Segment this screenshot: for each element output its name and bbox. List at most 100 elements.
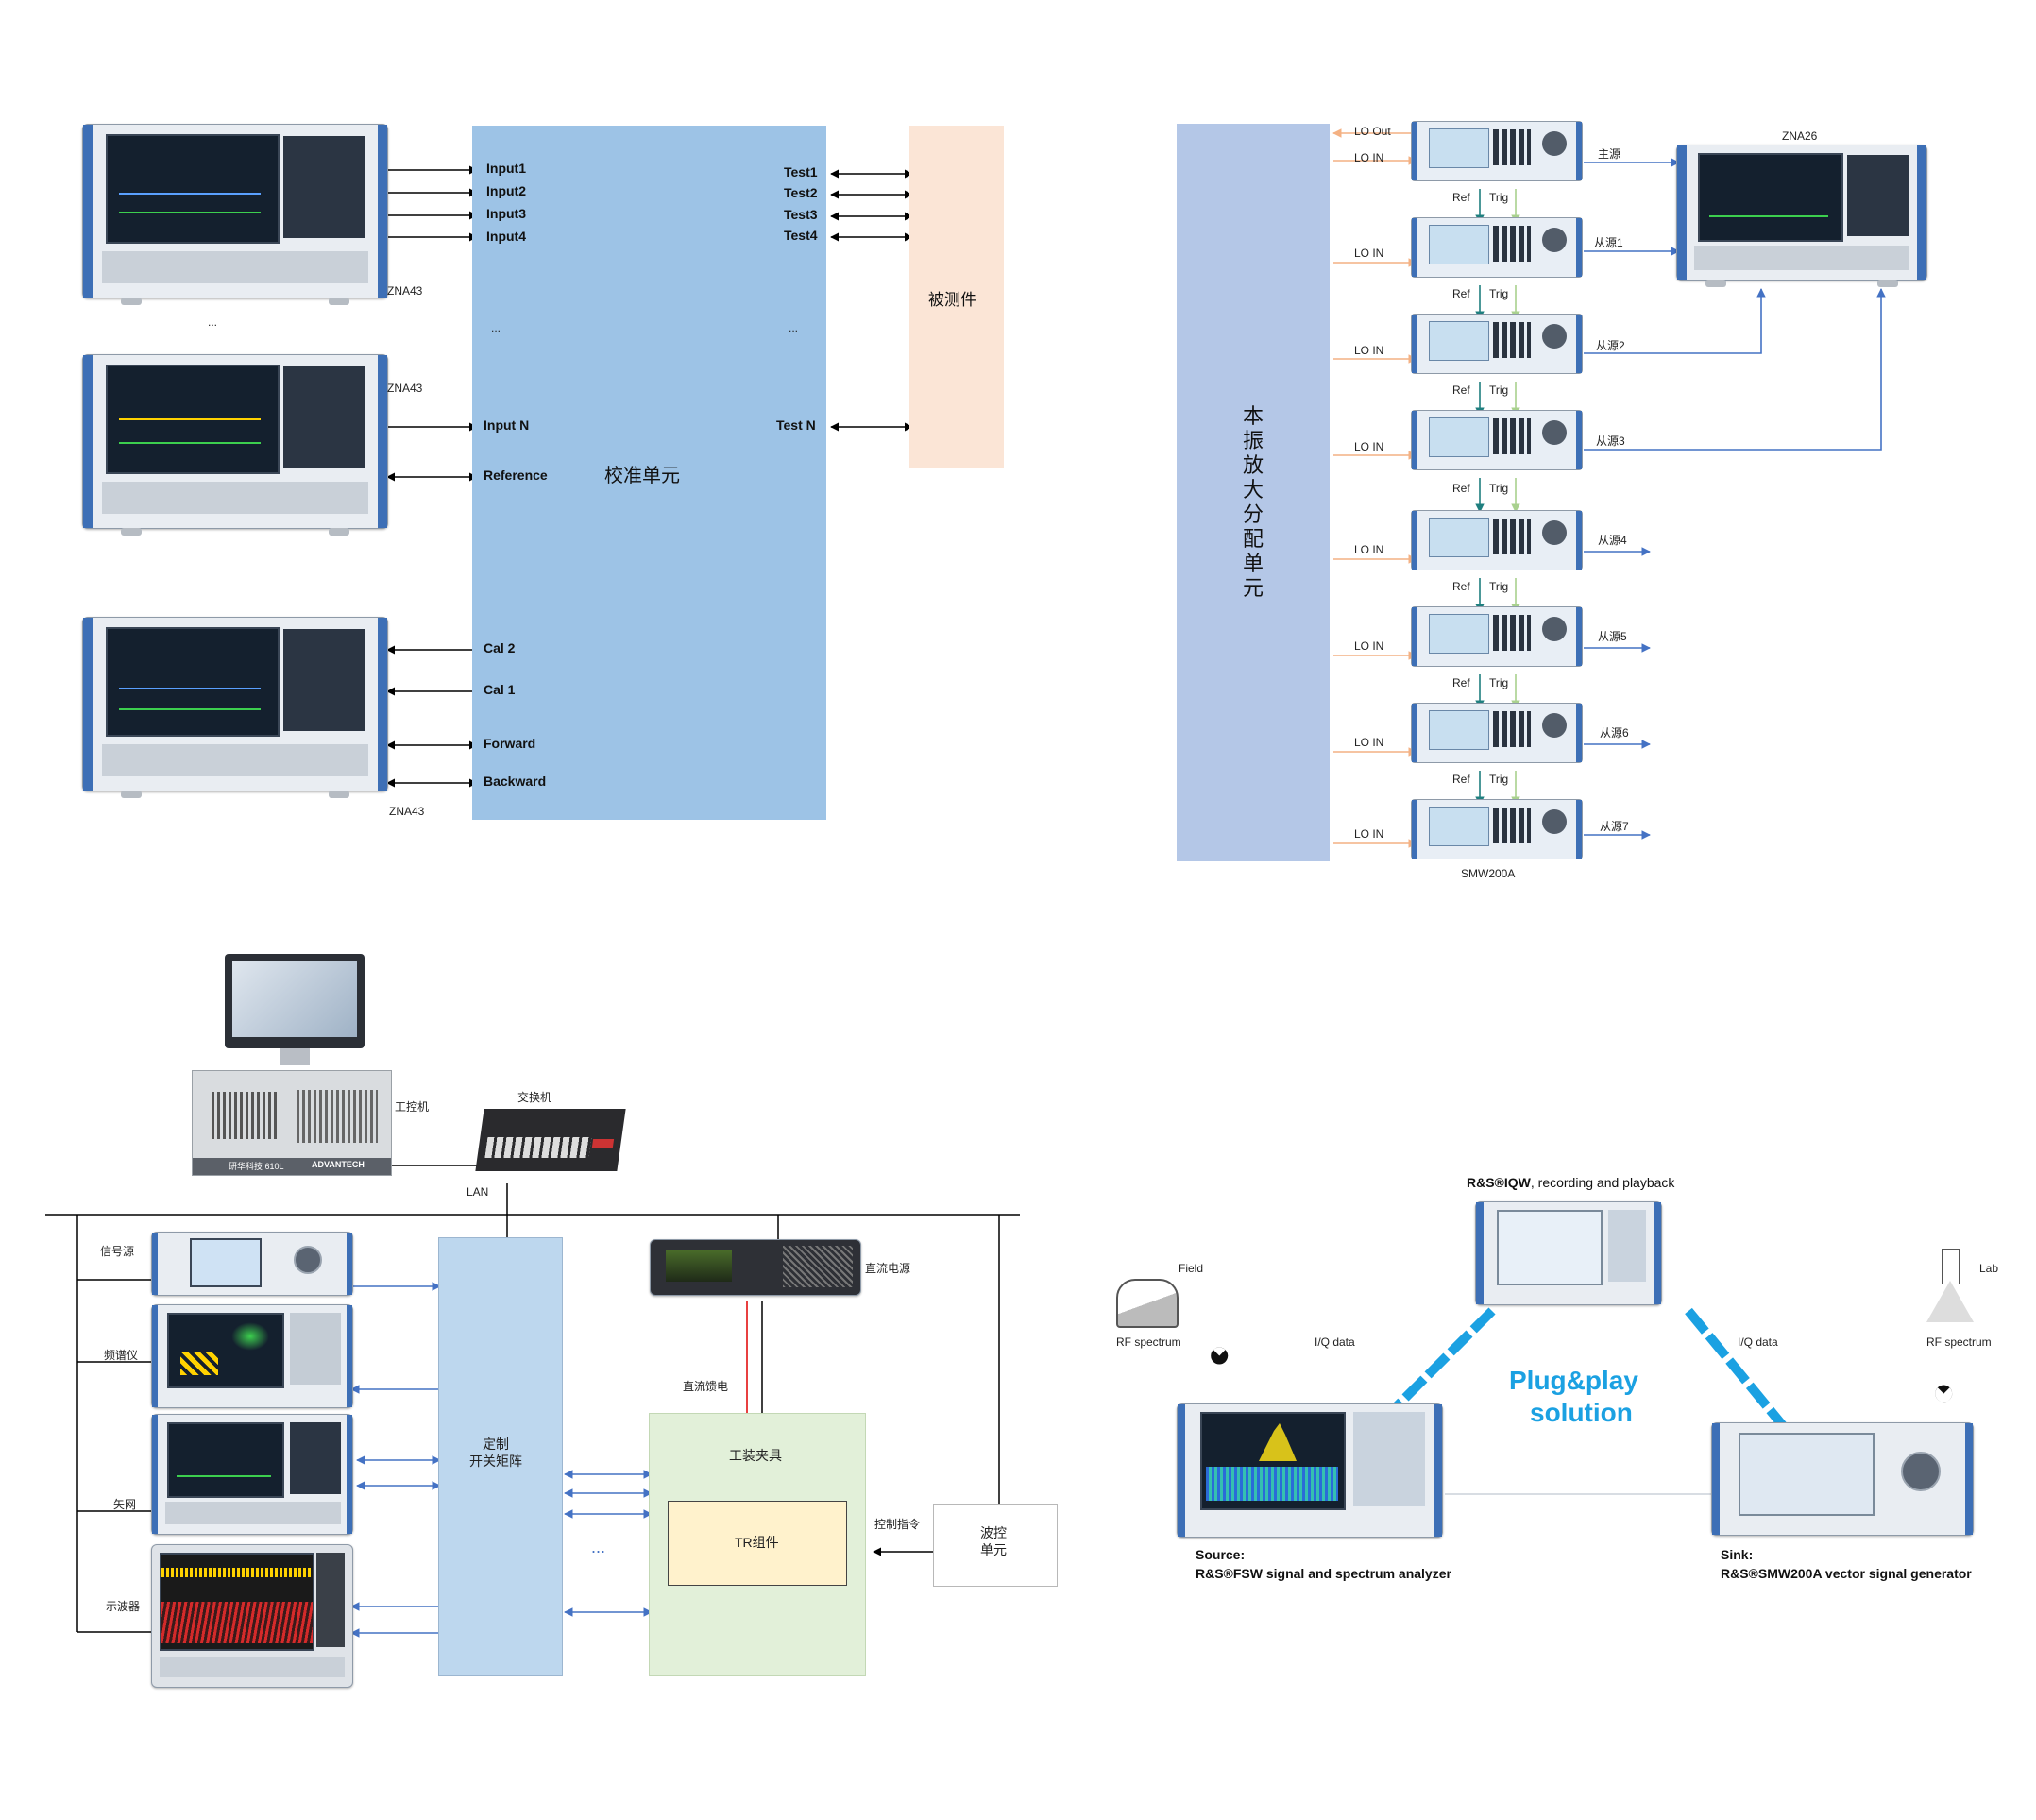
test-fixture-title: 工装夹具: [729, 1448, 782, 1463]
main-source-label: 主源: [1598, 147, 1621, 161]
industrial-pc: [192, 1070, 392, 1176]
instrument-label-zna43-2: ZNA43: [387, 382, 423, 395]
zna26-label: ZNA26: [1782, 129, 1818, 143]
switch-label: 交换机: [517, 1091, 552, 1104]
instrument-vna: 矢网: [113, 1498, 137, 1511]
field-label: Field: [1179, 1262, 1204, 1275]
smw200a-generator-2: [1411, 217, 1583, 278]
trig-label-5: Trig: [1489, 580, 1509, 593]
instrument-signal-source: 信号源: [100, 1245, 135, 1258]
port-forward: Forward: [484, 736, 536, 751]
port-reference: Reference: [484, 468, 548, 483]
tr-module: [668, 1501, 847, 1586]
port-test1: Test1: [784, 164, 818, 179]
port-test3: Test3: [784, 207, 818, 222]
port-input3: Input3: [486, 206, 526, 221]
monitor-stand: [280, 1048, 310, 1065]
smw200a-label: SMW200A: [1461, 867, 1516, 880]
beam-control-unit: [933, 1504, 1058, 1587]
lo-distribution-unit: [1177, 124, 1330, 861]
iqw-recorder: [1475, 1201, 1662, 1305]
slave-source-6: 从源6: [1600, 726, 1629, 740]
lo-in-label-5: LO IN: [1354, 543, 1384, 556]
switch-matrix-title: 定制 开关矩阵: [469, 1437, 522, 1469]
smw200a-generator-3: [1411, 314, 1583, 374]
instrument-spectrum-analyzer: 频谱仪: [104, 1349, 139, 1362]
port-input4: Input4: [486, 229, 526, 244]
ref-label-3: Ref: [1452, 383, 1470, 397]
ref-label-7: Ref: [1452, 773, 1470, 786]
dc-feed-label: 直流馈电: [683, 1380, 729, 1393]
iqw-title-rest: , recording and playback: [1530, 1175, 1675, 1190]
flask-icon: [1926, 1249, 1974, 1326]
slave-source-3: 从源3: [1596, 434, 1625, 448]
dc-power-supply: [650, 1239, 861, 1296]
trig-label-1: Trig: [1489, 191, 1509, 204]
lo-unit-title: 本振放大分配单元: [1243, 404, 1264, 600]
port-test-n: Test N: [776, 417, 816, 433]
monitor: [225, 954, 365, 1048]
lo-in-label-4: LO IN: [1354, 440, 1384, 453]
panel-c-blue-arrows: [350, 1282, 653, 1638]
ellipsis-tests: ...: [789, 321, 799, 334]
sink-head: Sink:: [1721, 1547, 1754, 1562]
lan-label: LAN: [467, 1185, 489, 1199]
panel-c-ellipsis: ...: [591, 1538, 606, 1556]
plug-play-line-2: solution: [1530, 1398, 1633, 1427]
lab-label: Lab: [1979, 1262, 1999, 1275]
port-cal1: Cal 1: [484, 682, 516, 697]
spectrum-analyzer: [151, 1304, 353, 1408]
zna26-analyzer: [1676, 145, 1927, 287]
smw200a-sink-generator: [1711, 1422, 1974, 1536]
ref-label-6: Ref: [1452, 676, 1470, 689]
ref-label-5: Ref: [1452, 580, 1470, 593]
smw200a-generator-1: [1411, 121, 1583, 181]
ref-label-1: Ref: [1452, 191, 1470, 204]
sink-desc: R&S®SMW200A vector signal generator: [1721, 1566, 1972, 1581]
field-icon: [1116, 1279, 1179, 1328]
control-command-label: 控制指令: [874, 1518, 921, 1531]
slave-source-7: 从源7: [1600, 820, 1629, 833]
ipc-brand: ADVANTECH: [312, 1160, 365, 1169]
ipc-plate: 研华科技 610L: [229, 1162, 284, 1171]
network-switch: [475, 1109, 626, 1171]
panel-b-lo-lines: [1332, 128, 1417, 848]
dut-label: 被测件: [928, 291, 976, 309]
smw200a-generator-6: [1411, 606, 1583, 667]
trig-label-7: Trig: [1489, 773, 1509, 786]
dc-supply-label: 直流电源: [865, 1262, 911, 1275]
smw200a-generator-5: [1411, 510, 1583, 570]
beam-control-title: 波控 单元: [980, 1525, 1007, 1557]
port-input1: Input1: [486, 161, 526, 176]
switch-matrix: [438, 1237, 563, 1676]
port-input-n: Input N: [484, 417, 530, 433]
trig-label-6: Trig: [1489, 676, 1509, 689]
ref-label-2: Ref: [1452, 287, 1470, 300]
zna43-analyzer-3: [82, 617, 388, 798]
panel-b-rf-lines: [1584, 158, 1886, 840]
iqw-title: R&S®IQW, recording and playback: [1467, 1175, 1674, 1190]
panel-c-lan-lines: [45, 1165, 1020, 1633]
lo-in-label-8: LO IN: [1354, 827, 1384, 841]
lo-out-label: LO Out: [1354, 125, 1391, 138]
plug-play-line-1: Plug&play: [1509, 1366, 1638, 1395]
calibration-unit-title: 校准单元: [604, 466, 680, 486]
trig-label-4: Trig: [1489, 482, 1509, 495]
tr-module-label: TR组件: [735, 1535, 779, 1550]
lo-in-label-6: LO IN: [1354, 639, 1384, 653]
dut-box: [909, 126, 1004, 468]
fsw-analyzer: [1177, 1403, 1443, 1538]
instrument-label-zna43-1: ZNA43: [387, 284, 423, 298]
lo-in-label-3: LO IN: [1354, 344, 1384, 357]
smw200a-generator-8: [1411, 799, 1583, 859]
iq-data-right: I/Q data: [1738, 1335, 1778, 1349]
smw200a-generator-4: [1411, 410, 1583, 470]
signal-generator: [151, 1232, 353, 1296]
panel-d-links: [1392, 1307, 1789, 1432]
instrument-oscilloscope: 示波器: [106, 1600, 141, 1613]
ellipsis-inputs: ...: [491, 321, 501, 334]
ipc-label: 工控机: [395, 1100, 430, 1114]
panel-a-lines: [386, 165, 913, 788]
